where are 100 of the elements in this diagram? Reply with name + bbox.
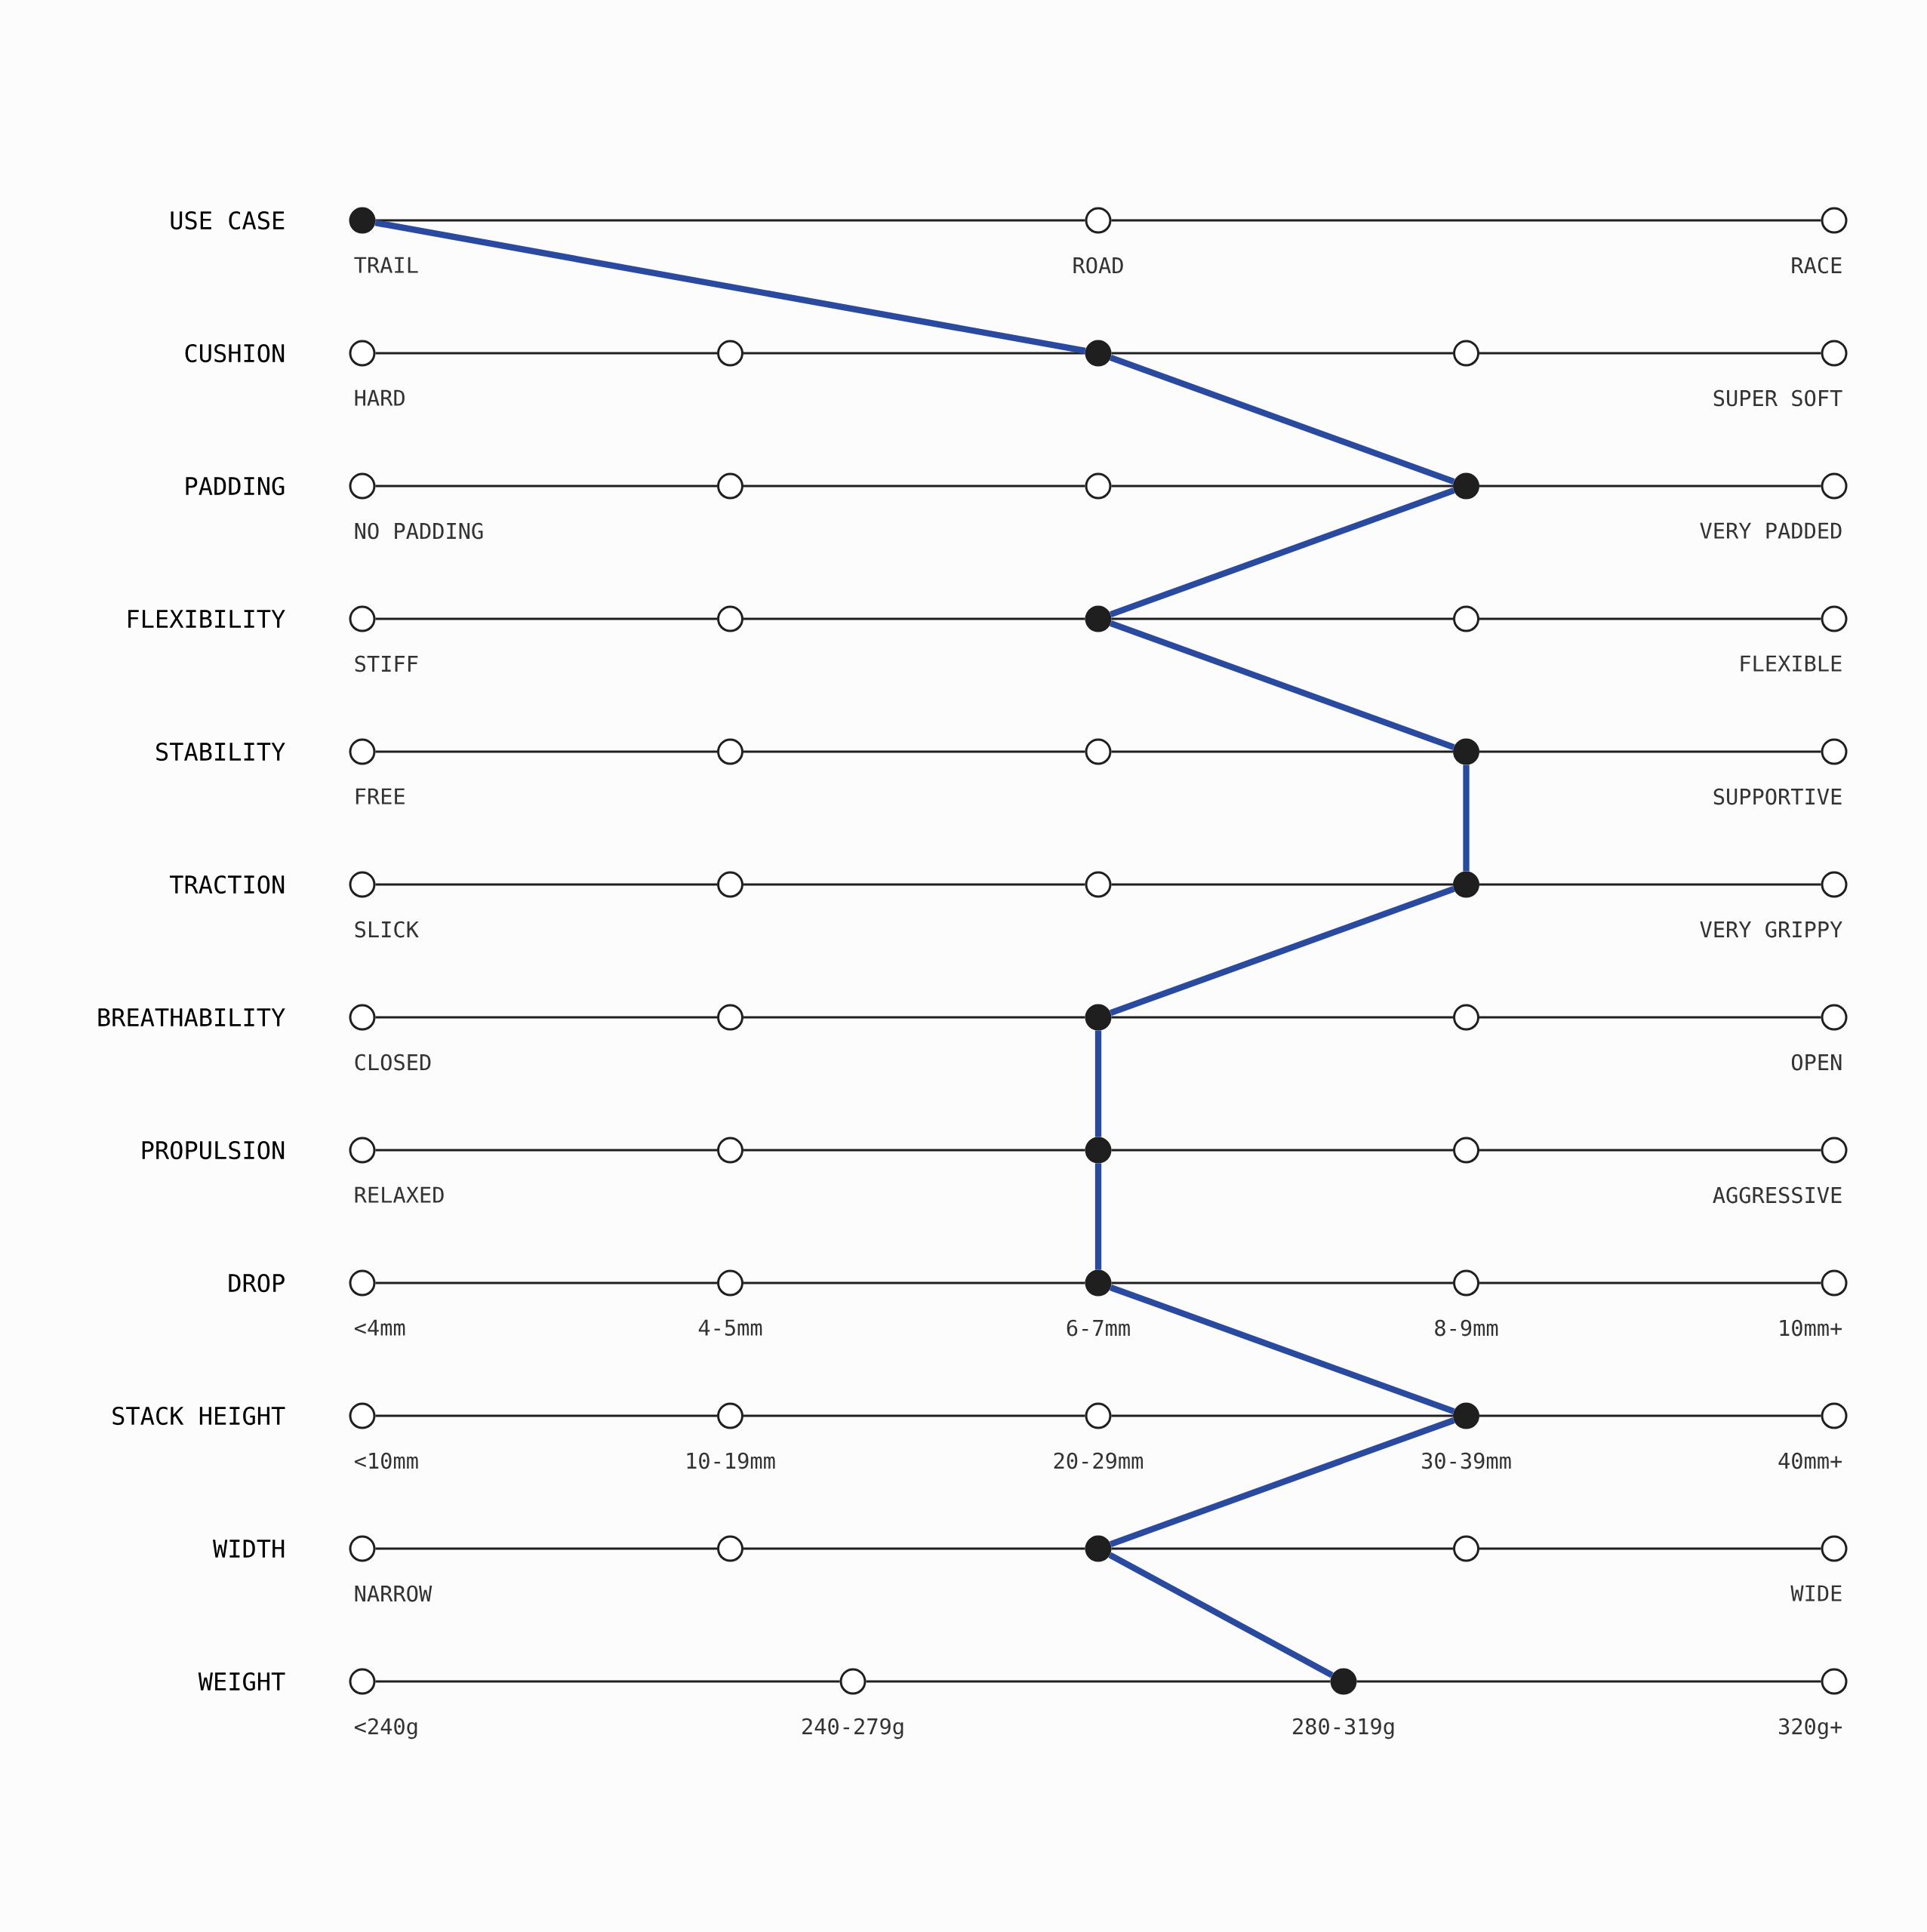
row-label: STACK HEIGHT: [112, 1406, 285, 1426]
scale-line: [743, 1016, 1085, 1019]
scale-line: [1479, 1016, 1821, 1019]
scale-line: [743, 617, 1085, 620]
scale-line: [375, 1281, 717, 1284]
scale-label: WIDE: [1790, 1585, 1842, 1601]
row-label: DROP: [229, 1273, 285, 1293]
selection-line: [1094, 1163, 1102, 1270]
filled-dot: [1085, 1535, 1112, 1562]
scale-label: ROAD: [1073, 257, 1123, 274]
scale-label: HARD: [355, 389, 405, 406]
scale-label: FLEXIBLE: [1741, 655, 1842, 672]
scale-label: RACE: [1792, 257, 1842, 274]
scale-line: [743, 352, 1085, 355]
scale-label: RELAXED: [355, 1186, 444, 1203]
row-label: BREATHABILITY: [98, 1008, 285, 1026]
scale-label: <10mm: [354, 1452, 418, 1469]
scale-label: 8-9mm: [1435, 1319, 1498, 1337]
scale-line: [1479, 1547, 1821, 1550]
selection-line: [1463, 764, 1470, 872]
row-label: CUSHION: [185, 343, 285, 363]
filled-dot: [1085, 340, 1112, 367]
scale-label: 280-319g: [1293, 1718, 1394, 1740]
scale-line: [375, 1149, 717, 1152]
scale-line: [1111, 1414, 1453, 1417]
scale-line: [743, 1281, 1085, 1284]
filled-dot: [1085, 1137, 1112, 1164]
row-label: USE CASE: [171, 211, 285, 230]
scale-label: <4mm: [354, 1319, 405, 1336]
scale-label: 40mm+: [1778, 1452, 1842, 1469]
scale-line: [1356, 1680, 1821, 1683]
scale-label: TRAIL: [354, 257, 418, 273]
scale-label: SLICK: [355, 921, 419, 938]
scale-label: FREE: [356, 788, 405, 804]
scale-line: [1111, 883, 1453, 886]
selection-line: [1110, 620, 1455, 750]
scale-line: [866, 1680, 1331, 1683]
scale-line: [1111, 485, 1453, 488]
scale-line: [1479, 1149, 1821, 1152]
scale-line: [1111, 1149, 1453, 1152]
scale-label: OPEN: [1791, 1054, 1842, 1071]
scale-line: [1111, 750, 1453, 753]
scale-line: [375, 352, 717, 355]
scale-line: [743, 1149, 1085, 1152]
row-label: FLEXIBILITY: [128, 610, 285, 628]
scale-line: [1479, 883, 1821, 886]
scale-line: [1111, 219, 1821, 222]
scale-line: [375, 1414, 717, 1417]
scale-label: 4-5mm: [698, 1319, 762, 1336]
scale-label: NO PADDING: [355, 522, 483, 540]
scale-line: [1479, 1414, 1821, 1417]
scale-label: STIFF: [355, 655, 418, 672]
scale-label: 240-279g: [802, 1718, 903, 1740]
scale-line: [1479, 750, 1821, 753]
row-label: PROPULSION: [142, 1140, 285, 1160]
scale-line: [1111, 1547, 1453, 1550]
scale-line: [1111, 352, 1453, 355]
scale-label: 320g+: [1779, 1718, 1842, 1740]
scale-label: VERY PADDED: [1700, 522, 1842, 539]
scale-line: [375, 1547, 717, 1550]
selection-line: [1110, 355, 1455, 485]
scale-label: 6-7mm: [1067, 1319, 1130, 1337]
selection-line: [1110, 1284, 1455, 1414]
row-label: WEIGHT: [198, 1672, 285, 1691]
selection-line: [1110, 886, 1455, 1016]
filled-dot: [1085, 605, 1112, 632]
scale-label: <240g: [354, 1718, 417, 1740]
row-label: WIDTH: [213, 1540, 285, 1558]
scale-line: [1479, 617, 1821, 620]
scale-line: [1111, 1281, 1453, 1284]
scale-line: [375, 750, 717, 753]
filled-dot: [1085, 1004, 1112, 1031]
scale-line: [1111, 1016, 1453, 1019]
scale-line: [1479, 1281, 1821, 1284]
scale-line: [743, 1414, 1085, 1417]
scale-label: SUPPORTIVE: [1713, 788, 1842, 805]
selection-line: [1110, 1417, 1455, 1547]
scale-label: CLOSED: [355, 1054, 431, 1071]
scale-label: SUPER SOFT: [1713, 389, 1842, 407]
scale-line: [743, 750, 1085, 753]
scale-line: [743, 883, 1085, 886]
row-label: TRACTION: [169, 875, 285, 894]
scale-line: [375, 1016, 717, 1019]
scale-label: 10mm+: [1780, 1319, 1842, 1337]
circle-marker: [1085, 871, 1112, 898]
scale-line: [375, 883, 717, 886]
scale-label: 30-39mm: [1422, 1452, 1511, 1469]
scale-label: AGGRESSIVE: [1713, 1186, 1842, 1204]
circle-marker: [1085, 472, 1112, 500]
scale-line: [743, 1547, 1085, 1550]
circle-marker: [1085, 738, 1112, 765]
row-label: PADDING: [186, 476, 285, 496]
scale-label: NARROW: [355, 1585, 432, 1602]
selection-line: [1094, 1030, 1102, 1137]
scale-line: [375, 485, 717, 488]
scale-line: [1479, 352, 1821, 355]
selection-line: [1110, 488, 1455, 617]
scale-line: [375, 617, 717, 620]
scale-line: [1111, 617, 1453, 620]
scale-line: [375, 1680, 840, 1683]
